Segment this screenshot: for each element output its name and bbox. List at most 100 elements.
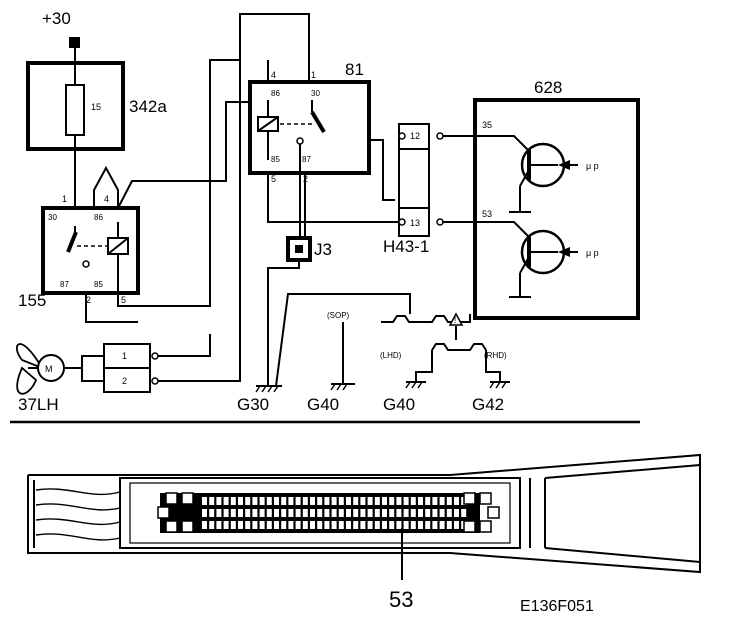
connector-pin bbox=[230, 521, 236, 529]
connector-pin bbox=[338, 521, 344, 529]
connector-pin bbox=[338, 509, 344, 517]
connector-pin bbox=[317, 521, 323, 529]
connector-pin bbox=[324, 509, 330, 517]
connector-pin bbox=[360, 497, 366, 505]
connector-pin bbox=[288, 497, 294, 505]
fuse-label: 15 bbox=[91, 102, 101, 112]
connector-pin bbox=[382, 521, 387, 529]
connector-large-pin bbox=[479, 492, 492, 505]
fan-blade-bottom bbox=[16, 366, 38, 395]
connector-pin bbox=[245, 521, 251, 529]
variant-lhd: (LHD) bbox=[380, 351, 402, 360]
connector-pin bbox=[317, 497, 323, 505]
wire-relay155-87-to-fan bbox=[85, 293, 138, 323]
connector-pin bbox=[446, 509, 452, 517]
connector-pin bbox=[425, 497, 431, 505]
relay155-pin-30: 30 bbox=[48, 213, 57, 222]
relay155-pin-top4: 4 bbox=[104, 194, 109, 204]
pin-53-callout: 53 bbox=[389, 587, 413, 612]
connector-pin bbox=[432, 509, 438, 517]
connector-pin bbox=[216, 509, 222, 517]
connector-pin bbox=[281, 509, 287, 517]
connector-pin bbox=[230, 509, 236, 517]
battery-terminal bbox=[69, 37, 80, 48]
relay-155-box bbox=[41, 206, 140, 295]
label-plus30: +30 bbox=[42, 9, 71, 28]
relay81-pin-87: 87 bbox=[302, 155, 311, 164]
fan-label: 37LH bbox=[18, 395, 59, 414]
component-628-label: 628 bbox=[534, 78, 562, 97]
relay-81-label: 81 bbox=[345, 60, 364, 79]
connector-pin bbox=[338, 497, 344, 505]
component-342a-box bbox=[26, 61, 125, 151]
relay81-pin-85: 85 bbox=[271, 155, 280, 164]
connector-pin bbox=[439, 521, 445, 529]
connector-pin bbox=[396, 509, 402, 517]
H43-pin-13: 13 bbox=[410, 218, 420, 228]
ground-G40-lhd: G40 bbox=[383, 395, 415, 414]
connector-pin bbox=[382, 509, 387, 517]
connector-pin bbox=[209, 509, 215, 517]
connector-pin bbox=[310, 497, 315, 505]
figure-reference: E136F051 bbox=[520, 598, 594, 615]
ground-G42-rhd: G42 bbox=[472, 395, 504, 414]
connector-large-pin bbox=[463, 492, 476, 505]
connector-pin bbox=[295, 509, 301, 517]
relay155-pin-top1: 1 bbox=[62, 194, 67, 204]
relay81-pin-4: 4 bbox=[271, 70, 276, 80]
connector-large-pin bbox=[487, 506, 500, 519]
connector-large-pin bbox=[181, 520, 194, 533]
splice-J3-label: J3 bbox=[314, 240, 332, 259]
relay81-contact bbox=[296, 137, 304, 145]
relay81-pin-5: 5 bbox=[271, 174, 276, 184]
relay155-pin-86: 86 bbox=[94, 213, 103, 222]
connector-pin bbox=[353, 497, 359, 505]
connector-H43-1-label: H43-1 bbox=[383, 237, 429, 256]
connector-pin bbox=[418, 497, 423, 505]
connector-pin bbox=[259, 509, 265, 517]
connector-large-pin bbox=[181, 492, 194, 505]
ground-G40-sop: G40 bbox=[307, 395, 339, 414]
wire-relay155-bridge bbox=[93, 165, 119, 208]
connector-pin bbox=[454, 521, 459, 529]
ecu-pin-35: 35 bbox=[482, 120, 492, 130]
connector-large-pin bbox=[157, 506, 170, 519]
connector-large-pin bbox=[165, 520, 178, 533]
connector-pin bbox=[418, 509, 423, 517]
connector-pin bbox=[295, 521, 301, 529]
ecu-pin-53: 53 bbox=[482, 209, 492, 219]
connector-pin bbox=[360, 521, 366, 529]
component-342a-label: 342a bbox=[129, 97, 167, 116]
connector-pin bbox=[403, 497, 409, 505]
connector-pin bbox=[382, 497, 387, 505]
connector-pin bbox=[439, 509, 445, 517]
connector-pin bbox=[274, 521, 279, 529]
connector-pin bbox=[266, 521, 272, 529]
connector-pin bbox=[274, 497, 279, 505]
connector-pin bbox=[238, 497, 243, 505]
connector-pin bbox=[396, 521, 402, 529]
fuse-15 bbox=[65, 84, 85, 136]
connector-pin bbox=[281, 521, 287, 529]
connector-pin bbox=[252, 509, 258, 517]
relay155-contact bbox=[82, 260, 90, 268]
connector-pin bbox=[238, 509, 243, 517]
variant-rhd: (RHD) bbox=[484, 351, 507, 360]
connector-pin bbox=[410, 509, 416, 517]
connector-pin bbox=[259, 521, 265, 529]
fan-conn-pin-1: 1 bbox=[122, 351, 127, 361]
connector-pin bbox=[367, 521, 373, 529]
connector-pin bbox=[353, 509, 359, 517]
connector-pin bbox=[223, 509, 229, 517]
wire-H43-12-to-transistor1 bbox=[443, 135, 531, 153]
connector-pin bbox=[324, 497, 330, 505]
connector-pin bbox=[266, 509, 272, 517]
connector-pin bbox=[396, 497, 402, 505]
connector-pin bbox=[252, 497, 258, 505]
relay81-switch-arm bbox=[310, 110, 326, 134]
wire-fan-pin2-up bbox=[158, 60, 241, 382]
connector-pin bbox=[310, 521, 315, 529]
wire-J3-to-G30 bbox=[267, 260, 300, 386]
warning-triangle-icon bbox=[448, 312, 464, 326]
connector-large-pin bbox=[463, 520, 476, 533]
